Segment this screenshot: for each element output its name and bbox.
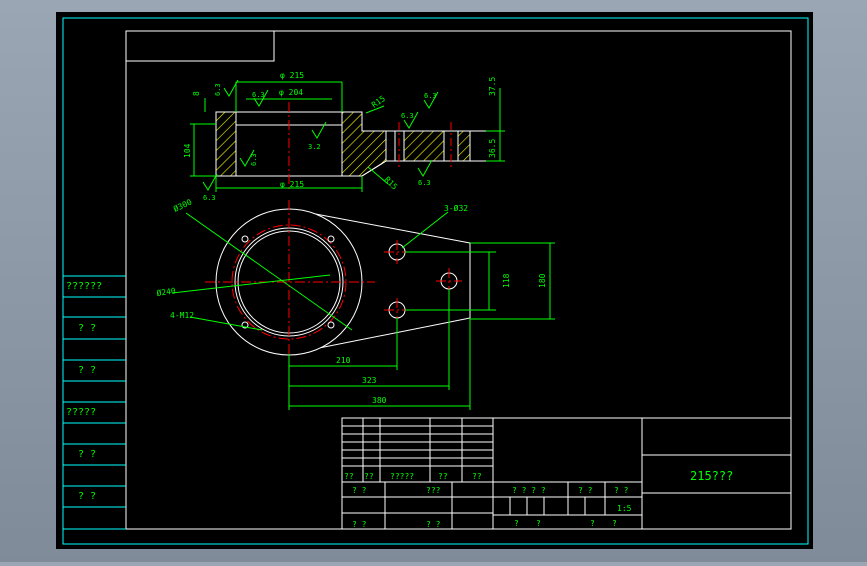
dim-h323: 323 xyxy=(362,376,377,385)
dim-h104: 104 xyxy=(183,143,192,158)
dim-h380: 380 xyxy=(372,396,387,405)
section-view: φ 215 φ 204 φ 215 104 8 37.5 36.5 R15 R1… xyxy=(183,71,505,202)
dim-holes-m12: 4-M12 xyxy=(170,311,194,320)
side-label-5: ? ? xyxy=(78,449,96,460)
title-block xyxy=(341,417,792,530)
tb-row1-e: ?? xyxy=(472,472,482,481)
dim-d204: φ 204 xyxy=(279,88,303,97)
side-column xyxy=(62,275,126,530)
tb-row1-d: ?? xyxy=(438,472,448,481)
dim-h210: 210 xyxy=(336,356,351,365)
side-label-2: ? ? xyxy=(78,323,96,334)
hatch-arm-end xyxy=(457,130,471,162)
tb-mid-b: ? ? xyxy=(578,486,593,495)
tb-row2-a: ? ? xyxy=(352,486,367,495)
dim-d215-bottom: φ 215 xyxy=(280,180,304,189)
hatch-arm xyxy=(403,130,445,162)
tb-scale: 1:5 xyxy=(617,504,632,513)
roughness-9: 6.3 xyxy=(418,179,431,187)
hatch-left-wall xyxy=(215,111,237,177)
dim-h37-5: 37.5 xyxy=(488,77,497,96)
tb-row1-b: ?? xyxy=(364,472,374,481)
tb-foot-b: ? xyxy=(536,519,541,528)
roughness-7: 6.3 xyxy=(401,112,414,120)
drawing-title: 215??? xyxy=(690,469,733,483)
dim-d215-top: φ 215 xyxy=(280,71,304,80)
side-label-6: ? ? xyxy=(78,491,96,502)
dim-v118: 118 xyxy=(502,273,511,288)
side-label-4: ????? xyxy=(66,407,96,418)
top-left-box xyxy=(126,31,275,62)
dim-holes-d32: 3-Ø32 xyxy=(444,203,468,213)
side-label-1: ?????? xyxy=(66,281,102,292)
tb-mid-c: ? ? xyxy=(614,486,629,495)
dim-h8: 8 xyxy=(192,91,201,96)
tb-row3-a: ? ? xyxy=(352,520,367,529)
dim-v180: 180 xyxy=(538,273,547,288)
tb-row1-c: ????? xyxy=(390,472,414,481)
dim-h36-5: 36.5 xyxy=(488,139,497,158)
viewport-background xyxy=(56,12,813,549)
dim-d240: Ø240 xyxy=(156,285,177,298)
plan-view: Ø300 Ø240 4-M12 3-Ø32 118 180 210 323 38… xyxy=(156,197,555,410)
roughness-2: 6.3 xyxy=(252,91,265,99)
tb-foot-a: ? xyxy=(514,519,519,528)
side-label-3: ? ? xyxy=(78,365,96,376)
roughness-5: 6.3 xyxy=(203,194,216,202)
tb-foot-c: ? xyxy=(590,519,595,528)
tb-row2-b: ??? xyxy=(426,486,441,495)
tb-row3-b: ? ? xyxy=(426,520,441,529)
roughness-1: 6.3 xyxy=(214,83,222,96)
tb-row1-a: ?? xyxy=(344,472,354,481)
hatch-right-wall xyxy=(341,111,387,177)
roughness-4: 6.3 xyxy=(250,153,258,166)
tb-mid-a: ? ? ? ? xyxy=(512,486,546,495)
roughness-6: 6.3 xyxy=(424,92,437,100)
roughness-3: 3.2 xyxy=(308,143,321,151)
tb-foot-d: ? xyxy=(612,519,617,528)
